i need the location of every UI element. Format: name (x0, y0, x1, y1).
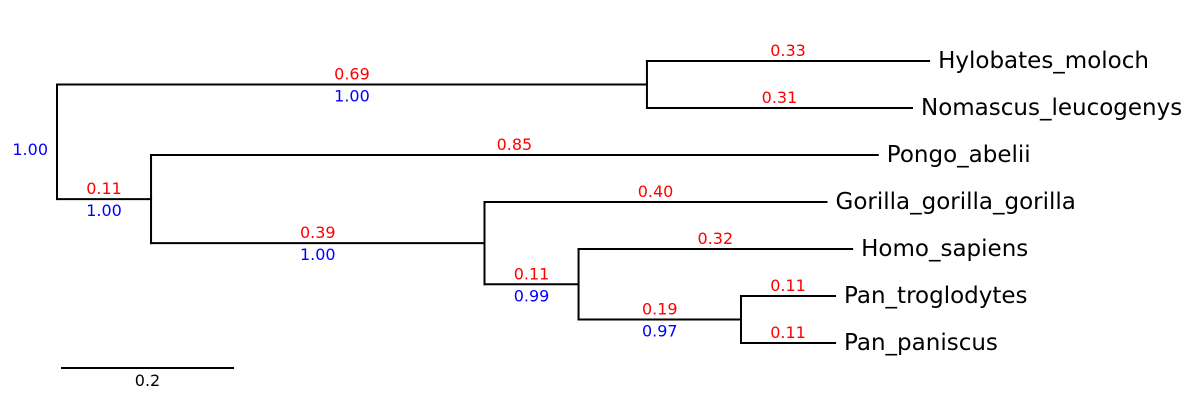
branch-length-label: 0.31 (762, 88, 798, 107)
branch-length-label: 0.33 (770, 41, 806, 60)
branch-length-label: 0.11 (86, 179, 122, 198)
tip-label: Hylobates_moloch (938, 48, 1149, 74)
branch-length-label: 0.40 (638, 182, 674, 201)
support-label: 1.00 (12, 140, 48, 159)
branch-length-label: 0.32 (698, 229, 734, 248)
tip-label: Pan_paniscus (844, 330, 998, 356)
branch-length-label: 0.85 (497, 135, 533, 154)
branch-length-label: 0.39 (300, 223, 336, 242)
tip-label: Pongo_abelii (887, 142, 1031, 168)
support-label: 1.00 (334, 87, 370, 106)
tip-label: Homo_sapiens (861, 236, 1028, 262)
branch-length-label: 0.69 (334, 65, 370, 84)
tip-label: Nomascus_leucogenys (921, 95, 1182, 121)
tip-label: Gorilla_gorilla_gorilla (836, 189, 1076, 215)
support-label: 1.00 (86, 201, 122, 220)
branch-length-label: 0.11 (770, 276, 806, 295)
scale-bar-label: 0.2 (135, 371, 160, 390)
branch-length-label: 0.11 (514, 264, 550, 283)
tip-label: Pan_troglodytes (844, 283, 1027, 309)
branch-length-label: 0.11 (770, 323, 806, 342)
support-label: 1.00 (300, 245, 336, 264)
support-label: 0.99 (514, 286, 550, 305)
support-label: 0.97 (642, 322, 678, 341)
branch-length-label: 0.19 (642, 300, 678, 319)
